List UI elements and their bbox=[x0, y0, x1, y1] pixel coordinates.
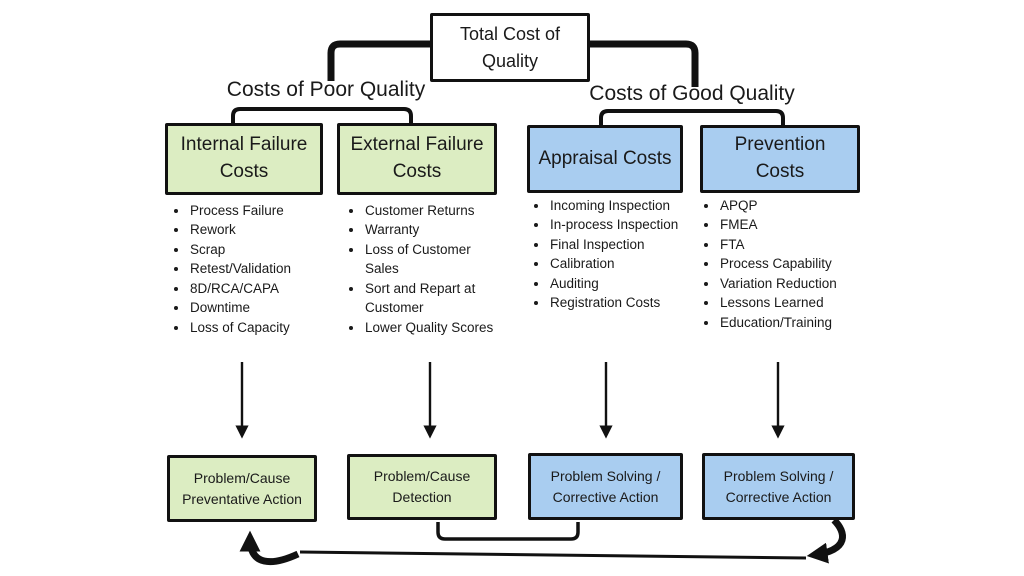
list-item: Loss of Capacity bbox=[189, 318, 349, 337]
category-box-internal-failure: Internal Failure Costs bbox=[165, 123, 323, 195]
total-cost-of-quality-label: Total Cost of Quality bbox=[459, 23, 561, 71]
item-list-external-failure: Customer Returns Warranty Loss of Custom… bbox=[347, 201, 498, 337]
list-item: Variation Reduction bbox=[719, 274, 879, 293]
action-box-preventative-action: Problem/Cause Preventative Action bbox=[167, 455, 317, 522]
item-list-internal-failure: Process Failure Rework Scrap Retest/Vali… bbox=[172, 201, 349, 337]
action-label: Problem/Cause Detection bbox=[373, 468, 471, 505]
branch-label-good-quality: Costs of Good Quality bbox=[589, 82, 795, 105]
category-box-external-failure: External Failure Costs bbox=[337, 123, 497, 195]
category-label: External Failure Costs bbox=[350, 134, 484, 182]
action-label: Problem Solving / Corrective Action bbox=[550, 467, 661, 505]
list-item: Lessons Learned bbox=[719, 293, 879, 312]
list-item: Process Failure bbox=[189, 201, 349, 220]
action-label: Problem/Cause Preventative Action bbox=[182, 469, 302, 507]
list-item: Lower Quality Scores bbox=[364, 318, 498, 337]
category-box-appraisal: Appraisal Costs bbox=[527, 125, 683, 193]
list-item: 8D/RCA/CAPA bbox=[189, 279, 349, 298]
total-cost-of-quality-box: Total Cost of Quality bbox=[430, 13, 590, 82]
connector-title-to-poor bbox=[327, 40, 432, 81]
category-box-prevention: Prevention Costs bbox=[700, 125, 860, 193]
list-item: Education/Training bbox=[719, 313, 879, 332]
list-item: Incoming Inspection bbox=[549, 196, 689, 215]
list-item: Warranty bbox=[364, 220, 498, 239]
action-box-corrective-action-1: Problem Solving / Corrective Action bbox=[528, 453, 683, 520]
list-item: Process Capability bbox=[719, 254, 879, 273]
list-item: APQP bbox=[719, 196, 879, 215]
category-label: Prevention Costs bbox=[734, 134, 826, 182]
feedback-line bbox=[299, 550, 807, 560]
list-item: Loss of Customer Sales bbox=[364, 240, 498, 279]
list-item: Rework bbox=[189, 220, 349, 239]
list-item: Registration Costs bbox=[549, 293, 689, 312]
action-box-cause-detection: Problem/Cause Detection bbox=[347, 454, 497, 520]
list-item: Customer Returns bbox=[364, 201, 498, 220]
list-item: In-process Inspection bbox=[549, 215, 689, 234]
action-label: Problem Solving / Corrective Action bbox=[723, 467, 834, 505]
bracket-detection-to-solving bbox=[436, 522, 580, 541]
connector-title-to-good bbox=[589, 40, 699, 87]
list-item: FMEA bbox=[719, 215, 879, 234]
list-item: Calibration bbox=[549, 254, 689, 273]
branch-label-poor-quality: Costs of Poor Quality bbox=[226, 78, 426, 101]
list-item: Retest/Validation bbox=[189, 259, 349, 278]
list-item: Auditing bbox=[549, 274, 689, 293]
action-box-corrective-action-2: Problem Solving / Corrective Action bbox=[702, 453, 855, 520]
feedback-curl-left bbox=[239, 530, 300, 565]
list-item: Downtime bbox=[189, 298, 349, 317]
category-label: Internal Failure Costs bbox=[180, 134, 308, 182]
feedback-curl-right bbox=[806, 517, 846, 564]
item-list-prevention: APQP FMEA FTA Process Capability Variati… bbox=[702, 196, 879, 332]
list-item: Sort and Repart at Customer bbox=[364, 279, 498, 318]
list-item: Final Inspection bbox=[549, 235, 689, 254]
list-item: Scrap bbox=[189, 240, 349, 259]
category-label: Appraisal Costs bbox=[538, 147, 672, 169]
list-item: FTA bbox=[719, 235, 879, 254]
item-list-appraisal: Incoming Inspection In-process Inspectio… bbox=[532, 196, 689, 313]
